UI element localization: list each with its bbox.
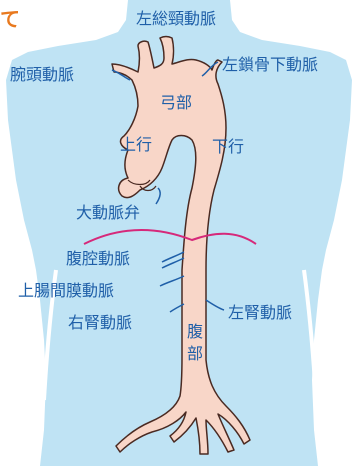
label-brachiocephalic: 腕頭動脈 — [10, 66, 74, 84]
label-left-renal: 左腎動脈 — [228, 304, 292, 322]
label-celiac: 腹腔動脈 — [66, 250, 130, 268]
label-aortic-valve: 大動脈弁 — [76, 204, 140, 222]
corner-text: て — [0, 8, 20, 30]
label-abdominal-2: 部 — [186, 344, 204, 364]
label-arch: 弓部 — [160, 94, 192, 112]
label-right-renal: 右腎動脈 — [68, 314, 132, 332]
label-ascending: 上行 — [120, 136, 152, 154]
label-abdominal-1: 腹 — [186, 322, 204, 342]
label-left-common-carotid: 左総頸動脈 — [136, 10, 216, 28]
label-superior-mesenteric: 上腸間膜動脈 — [18, 282, 114, 300]
label-descending: 下行 — [212, 138, 244, 156]
label-left-subclavian: 左鎖骨下動脈 — [222, 56, 318, 74]
